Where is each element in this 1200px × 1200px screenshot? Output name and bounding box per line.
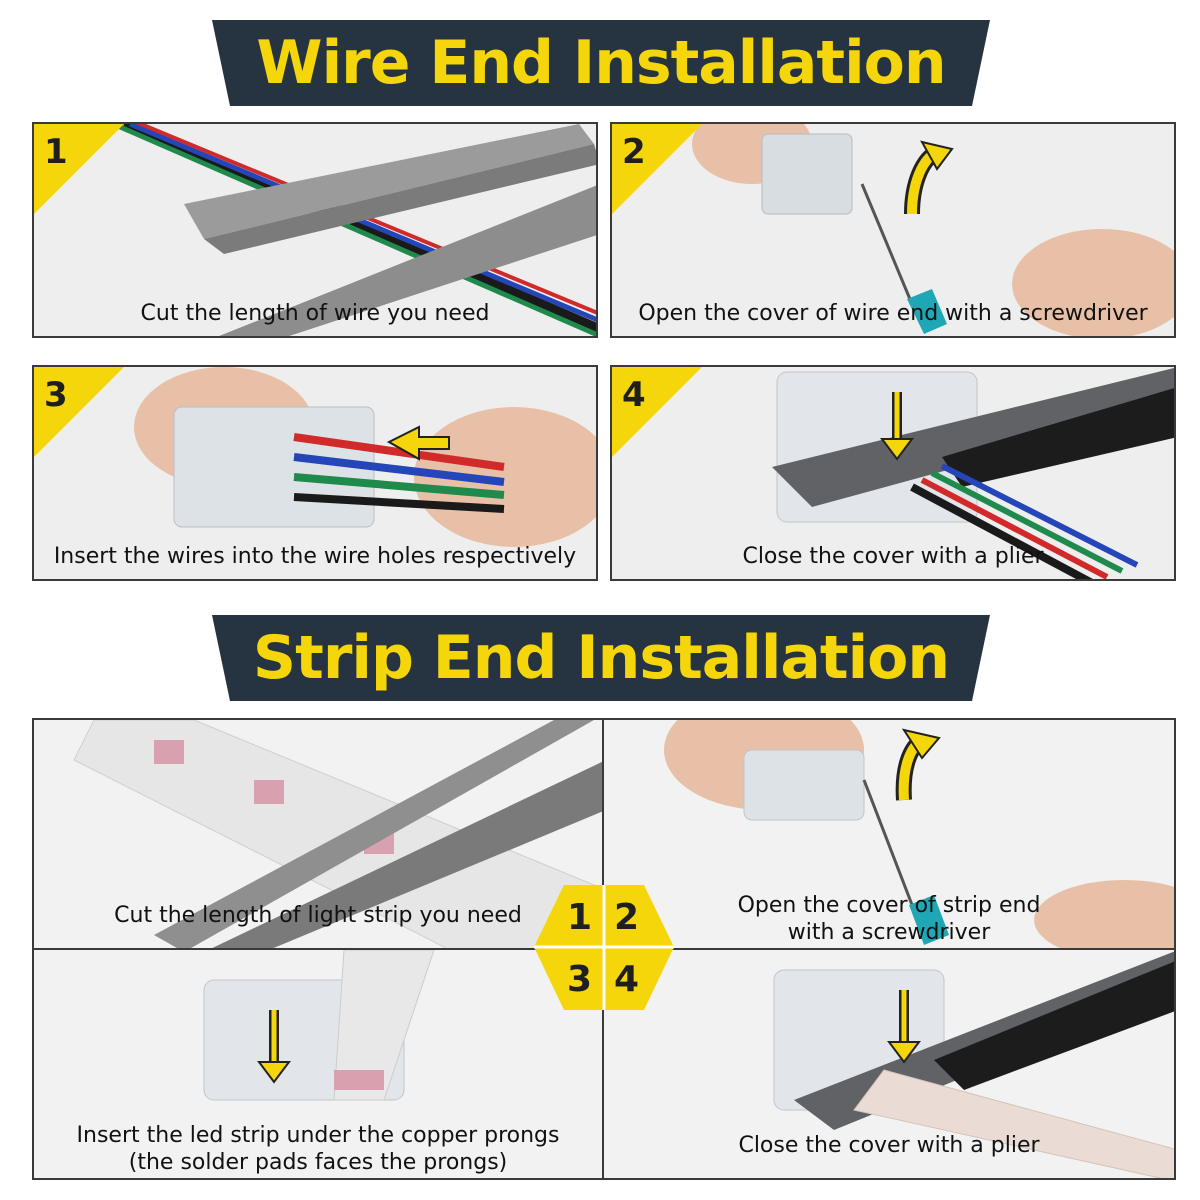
step-caption-line-2: (the solder pads faces the prongs) xyxy=(128,1150,508,1175)
step-corner-badge xyxy=(34,124,124,214)
plier-closing-strip-cover-illustration xyxy=(604,950,1174,1178)
step-caption-line-1: Insert the led strip under the copper pr… xyxy=(76,1123,560,1148)
wire-end-banner: Wire End Installation xyxy=(212,20,990,106)
scissors-cutting-strip-illustration xyxy=(34,720,602,948)
step-caption: Close the cover with a plier xyxy=(738,1133,1040,1158)
wire-end-title: Wire End Installation xyxy=(256,28,946,98)
step-number: 1 xyxy=(44,132,68,172)
inserting-wires-illustration xyxy=(34,367,596,579)
badge-number-2: 2 xyxy=(614,897,640,938)
strip-step-4-panel: Close the cover with a plier xyxy=(602,948,1176,1180)
step-corner-badge xyxy=(612,124,702,214)
wire-step-2-panel: 2 Open the cover of wire end with a scre… xyxy=(610,122,1176,338)
step-numbers-badge: 1 2 3 4 xyxy=(534,885,674,1010)
step-caption: Open the cover of wire end with a screwd… xyxy=(638,301,1148,326)
step-caption: Close the cover with a plier xyxy=(742,544,1044,569)
hexagon-badge-shape xyxy=(534,885,674,1010)
scissors-cutting-wire-illustration xyxy=(34,124,596,336)
step-caption: Cut the length of light strip you need xyxy=(114,903,522,928)
banner-shape xyxy=(212,20,990,106)
step-corner-badge xyxy=(34,367,124,457)
step-caption: Insert the wires into the wire holes res… xyxy=(53,544,577,569)
screwdriver-opening-strip-connector-illustration xyxy=(604,720,1174,948)
step-caption: Cut the length of wire you need xyxy=(140,301,490,326)
wire-step-4-panel: 4 Close the cover with a plier xyxy=(610,365,1176,581)
banner-shape xyxy=(212,615,990,701)
badge-number-4: 4 xyxy=(614,959,640,1000)
badge-number-1: 1 xyxy=(567,897,593,938)
strip-step-2-panel: Open the cover of strip end with a screw… xyxy=(602,718,1176,950)
strip-end-title: Strip End Installation xyxy=(252,623,950,693)
step-corner-badge xyxy=(612,367,702,457)
strip-end-banner: Strip End Installation xyxy=(212,615,990,701)
badge-number-3: 3 xyxy=(567,959,593,1000)
screwdriver-opening-connector-illustration xyxy=(612,124,1174,336)
inserting-strip-illustration xyxy=(34,950,602,1178)
wire-step-1-panel: 1 Cut the length of wire you need xyxy=(32,122,598,338)
step-caption-line-2: with a screwdriver xyxy=(787,920,991,945)
wire-step-3-panel: 3 Insert the wires into the wire holes r… xyxy=(32,365,598,581)
step-number: 2 xyxy=(622,132,646,172)
step-caption-line-1: Open the cover of strip end xyxy=(737,893,1041,918)
step-number: 4 xyxy=(622,375,646,415)
strip-step-1-panel: Cut the length of light strip you need xyxy=(32,718,604,950)
step-number: 3 xyxy=(44,375,68,415)
strip-step-3-panel: Insert the led strip under the copper pr… xyxy=(32,948,604,1180)
plier-closing-cover-illustration xyxy=(612,367,1174,579)
